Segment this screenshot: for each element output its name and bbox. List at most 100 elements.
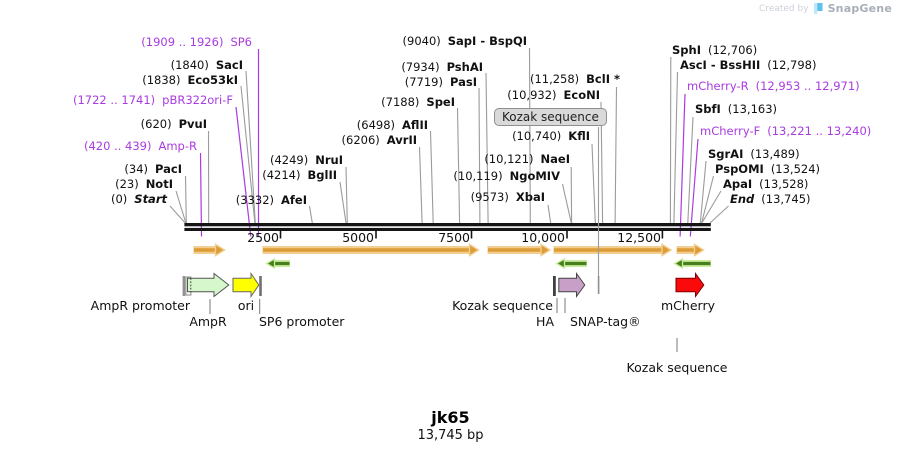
- site-label-mcherry-r: mCherry-R(12,953 .. 12,971): [687, 80, 860, 93]
- site-position: (1840): [170, 58, 209, 72]
- forward-arrow: [553, 243, 673, 257]
- site-position: (10,121): [484, 152, 534, 166]
- feature-snap-tag-arrow: [558, 271, 586, 299]
- site-label-sp6: (1909 .. 1926)SP6: [141, 36, 252, 49]
- feature-label-leaders: [209, 298, 678, 352]
- forward-arrow: [262, 243, 480, 257]
- site-position: (7719): [404, 75, 443, 89]
- site-name: Eco53kI: [187, 73, 238, 87]
- primer-leader-lines: [199, 49, 699, 237]
- site-name: PacI: [155, 162, 182, 176]
- feature-label-ampr-promoter: AmpR promoter: [90, 298, 190, 313]
- reverse-arrow: [555, 257, 587, 270]
- site-position: (13,489): [750, 147, 800, 161]
- ruler-tick-7500: 7500: [438, 230, 470, 245]
- ruler-tick-12500: 12,500: [617, 230, 661, 245]
- plasmid-size: 13,745 bp: [417, 428, 484, 443]
- snapgene-logo-icon: [813, 2, 823, 14]
- site-name: NaeI: [540, 152, 570, 166]
- site-label-pshai: (7934) PshAI: [401, 61, 483, 74]
- feature-label-snap-tag: SNAP-tag®: [570, 314, 641, 329]
- feature-kozak1-bar: [553, 276, 556, 296]
- feature-label-ampr: AmpR: [189, 314, 227, 329]
- site-label-sbfi: SbfI(13,163): [695, 103, 777, 116]
- site-name: NruI: [315, 153, 343, 167]
- site-name: NotI: [145, 177, 173, 191]
- site-name: PshAI: [446, 60, 483, 74]
- feature-label-sp6-promoter: SP6 promoter: [259, 314, 345, 329]
- feature-ori-arrow: [232, 271, 260, 299]
- site-label-nrui: (4249)NruI: [270, 154, 343, 167]
- snapgene-credit: Created by SnapGene: [759, 2, 892, 15]
- forward-arrow: [487, 243, 552, 257]
- site-name: SpeI: [426, 95, 455, 109]
- site-position: (13,163): [727, 102, 778, 116]
- site-position: (9573): [470, 190, 509, 204]
- site-label-end: End(13,745): [730, 193, 811, 206]
- site-label-afei: (3332)AfeI: [236, 194, 307, 207]
- feature-label-kozak1: Kozak sequence: [452, 298, 553, 313]
- feature-bar-left: [182, 276, 186, 296]
- ruler-tick-2500: 2500: [247, 230, 279, 245]
- site-name: mCherry-R: [687, 79, 749, 93]
- site-label-saci: (1840)SacI: [171, 59, 243, 72]
- site-name: XbaI: [515, 190, 545, 204]
- site-label-pspomi: PspOMI (13,524): [715, 163, 820, 176]
- site-name: SgrAI: [708, 147, 744, 161]
- site-name: SphI: [672, 43, 701, 57]
- forward-arrow: [676, 243, 705, 257]
- site-position: (23): [115, 177, 139, 191]
- site-label-xbai: (9573) XbaI: [471, 191, 545, 204]
- site-name: PspOMI: [715, 162, 764, 176]
- site-label-avrii: (6206) AvrII: [342, 134, 417, 147]
- site-name: End: [730, 192, 755, 206]
- site-position: (6498): [356, 118, 396, 132]
- forward-arrow: [193, 243, 226, 257]
- site-name: BclI *: [586, 72, 620, 86]
- forward-orf-arrows: [193, 243, 705, 257]
- site-label-aflii: (6498) AflII: [357, 119, 428, 132]
- feature-glyphs: [182, 271, 705, 299]
- feature-label-ori: ori: [237, 298, 255, 313]
- site-label-apai: ApaI(13,528): [723, 178, 808, 191]
- plasmid-name: jk65: [431, 408, 470, 427]
- backbone-ruler: [184, 223, 711, 239]
- reverse-orf-arrows: [265, 257, 711, 270]
- feature-mcherry-arrow: [675, 271, 705, 299]
- site-name: Start: [134, 192, 167, 206]
- site-label-bglii: (4214)BglII: [262, 169, 337, 182]
- site-label-spei: (7188) SpeI: [381, 96, 455, 109]
- site-label-bcli: (11,258)BclI *: [530, 73, 620, 86]
- site-leader-lines: [169, 47, 729, 224]
- site-label-naei: (10,121) NaeI: [484, 153, 570, 166]
- site-position: (13,524): [770, 162, 821, 176]
- site-label-pvui: (620)PvuI: [141, 118, 207, 131]
- feature-label-mcherry: mCherry: [661, 298, 715, 313]
- site-position: (34): [124, 162, 149, 176]
- site-name: SapI - BspQI: [447, 34, 527, 48]
- credit-brand: SnapGene: [827, 2, 892, 15]
- site-name: Amp-R: [158, 139, 197, 153]
- feature-kozak2-bar: [597, 276, 600, 294]
- ruler-tick-5000: 5000: [342, 230, 374, 245]
- site-position: (620): [140, 117, 172, 131]
- site-position: (10,932): [507, 88, 557, 102]
- feature-label-kozak2: Kozak sequence: [626, 360, 728, 375]
- site-label-start: (0)Start: [111, 193, 167, 206]
- site-name: AflII: [402, 118, 428, 132]
- site-position: (6206): [341, 133, 380, 147]
- site-label-asci-bsshii: AscI - BssHII(12,798): [680, 59, 816, 72]
- site-label-noti: (23) NotI: [115, 178, 173, 191]
- site-position: (7188): [381, 95, 420, 109]
- site-position: (13,528): [759, 177, 809, 191]
- site-position: (4214): [262, 168, 301, 182]
- site-position: (10,119): [453, 169, 503, 183]
- site-position: (7934): [401, 60, 440, 74]
- feature-ampr-arrow: [187, 272, 230, 298]
- site-name: AvrII: [386, 133, 417, 147]
- feature-sp6-promoter-bar: [259, 276, 262, 296]
- site-position: (12,798): [767, 58, 817, 72]
- site-position: (13,221 .. 13,240): [767, 124, 872, 138]
